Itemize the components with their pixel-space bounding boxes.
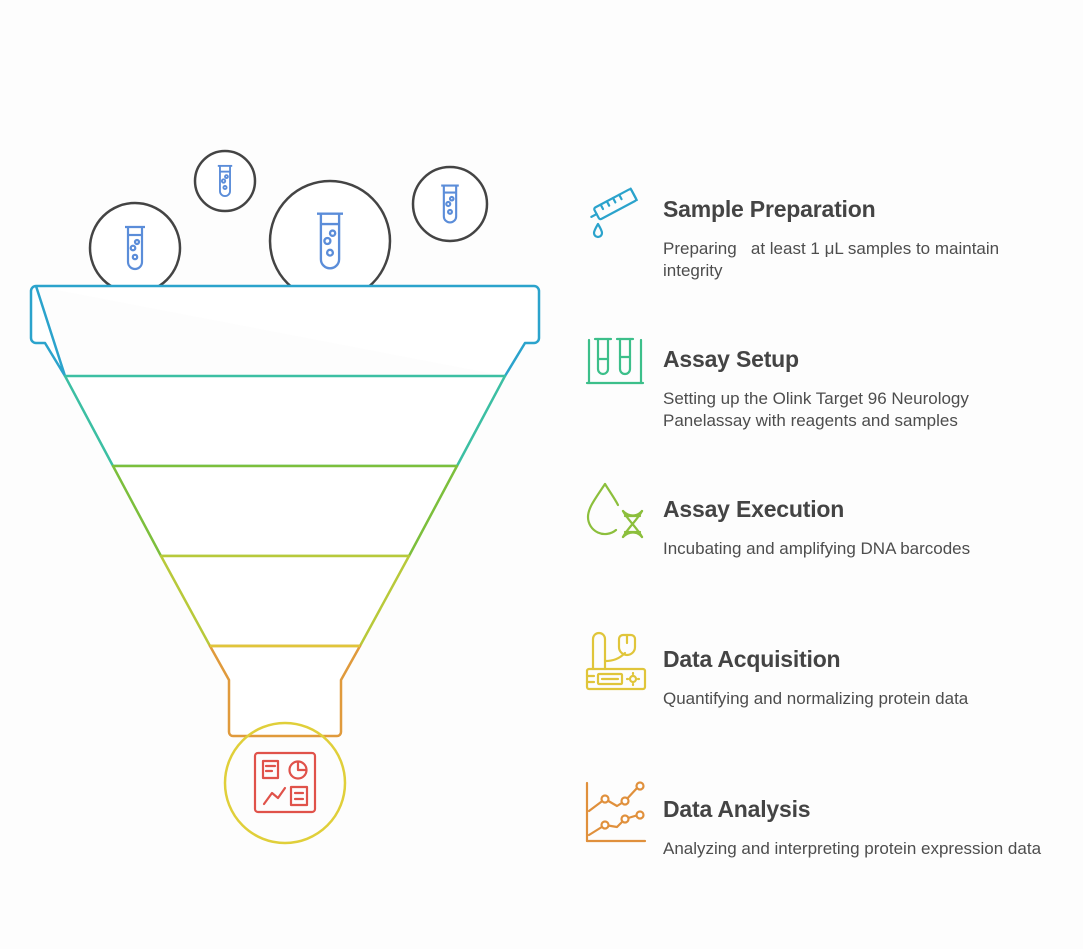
test-tubes-icon [585, 337, 645, 385]
line-chart-icon [585, 781, 647, 843]
sample-bubble-1 [88, 201, 182, 295]
test-tube-icon [317, 212, 343, 270]
test-tube-icon [441, 184, 459, 224]
funnel-band-3 [159, 554, 411, 648]
step-description: Preparing at least 1 μL samples to maint… [663, 239, 1004, 280]
step-description: Analyzing and interpreting protein expre… [663, 839, 1042, 858]
step-description: Setting up the Olink Target 96 Neurology… [663, 389, 974, 430]
step-title: Data Acquisition [663, 646, 841, 672]
sample-bubble-3 [268, 179, 392, 303]
funnel-rim [29, 284, 541, 378]
step-title: Data Analysis [663, 796, 811, 822]
pipette-icon [590, 187, 638, 239]
funnel-spout [208, 644, 362, 738]
dashboard-icon [253, 751, 317, 814]
output-circle [223, 721, 347, 845]
funnel-band-1 [63, 374, 507, 468]
sample-bubble-4 [411, 165, 489, 243]
step-description: Incubating and amplifying DNA barcodes [663, 539, 971, 558]
funnel-band-2 [111, 464, 459, 558]
step-title: Sample Preparation [663, 196, 876, 222]
step-description: Quantifying and normalizing protein data [663, 689, 969, 708]
test-tube-icon [217, 164, 233, 197]
sample-bubble-2 [193, 149, 257, 213]
step-title: Assay Setup [663, 346, 799, 372]
test-tube-icon [125, 225, 145, 271]
step-title: Assay Execution [663, 496, 845, 522]
funnel-diagram [29, 149, 541, 845]
instrument-icon [585, 631, 647, 691]
droplet-dna-icon [586, 482, 644, 539]
